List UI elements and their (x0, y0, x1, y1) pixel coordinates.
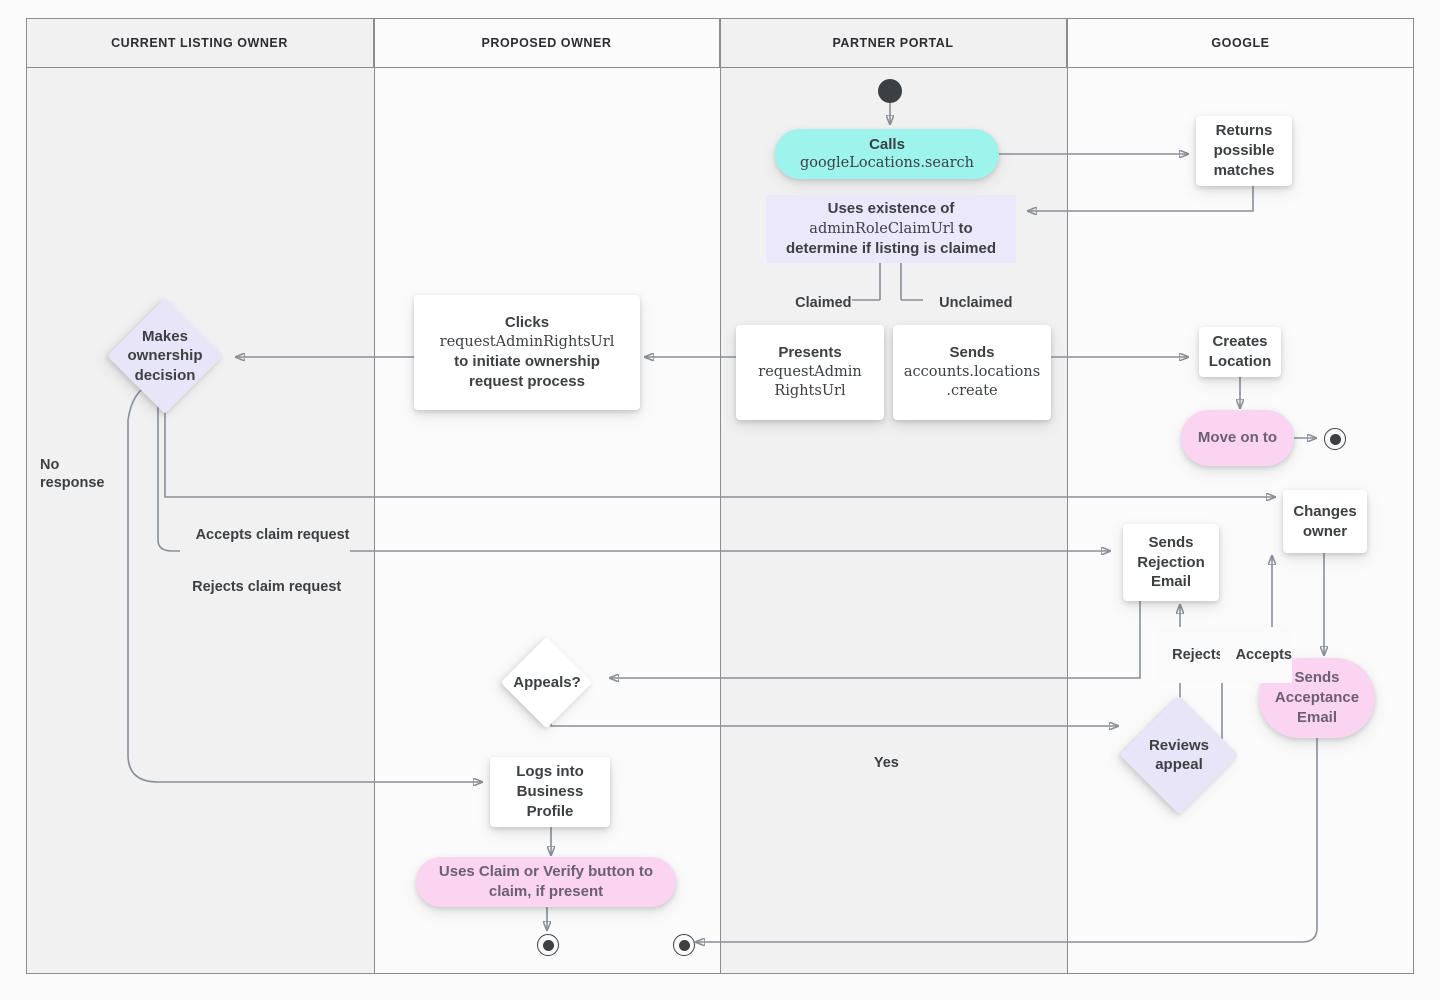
edge-label-claimed: Claimed (779, 275, 852, 331)
node-line-1: Presents (778, 344, 842, 362)
node-appeals[interactable]: Appeals? (500, 636, 593, 729)
node-uses-claim-or-verify-button[interactable]: Uses Claim or Verify button to claim, if… (416, 857, 676, 907)
node-creates-location[interactable]: Creates Location (1199, 327, 1281, 377)
lane-divider-1 (374, 18, 375, 974)
end-node-proposed-owner (537, 934, 559, 956)
node-code: requestAdminRightsUrl (439, 334, 615, 351)
node-logs-into-business-profile[interactable]: Logs into Business Profile (490, 757, 610, 827)
node-label-text: Appeals? (513, 673, 581, 691)
node-presents-requestadminrightsurl[interactable]: Presents requestAdmin RightsUrl (736, 325, 884, 420)
node-label-text: Makes ownership decision (127, 327, 203, 384)
end-node-core (1329, 433, 1341, 445)
edge-label-yes: Yes (858, 735, 899, 791)
lane-header-current-listing-owner: CURRENT LISTING OWNER (26, 18, 374, 68)
lane-header-label: CURRENT LISTING OWNER (111, 35, 288, 50)
node-sends-accounts-locations-create[interactable]: Sends accounts.locations .create (893, 325, 1051, 420)
node-label: Returns possible matches (1213, 122, 1275, 179)
lane-header-label: GOOGLE (1211, 35, 1270, 50)
node-label: Logs into Business Profile (516, 763, 584, 820)
end-node-google (1324, 428, 1346, 450)
node-code: googleLocations.search (799, 155, 974, 172)
node-label: Sends Rejection Email (1137, 533, 1205, 591)
edge-label-rejects: Rejects (1156, 627, 1224, 683)
node-label: Creates Location (1208, 333, 1272, 370)
node-label-text: Reviews appeal (1148, 736, 1210, 774)
edge-label-text: Claimed (795, 294, 852, 311)
node-label: Reviews appeal (1137, 713, 1221, 797)
edge-label-text: Accepts (1235, 646, 1292, 663)
lane-header-google: GOOGLE (1067, 18, 1414, 68)
start-node (878, 79, 902, 103)
lane-header-proposed-owner: PROPOSED OWNER (374, 18, 720, 68)
node-line-3: request process (469, 372, 585, 390)
node-makes-ownership-decision[interactable]: Makes ownership decision (107, 298, 223, 414)
lane-header-label: PARTNER PORTAL (832, 35, 954, 50)
node-line-3: determine if listing is claimed (785, 240, 997, 258)
node-label: Sends Acceptance Email (1274, 669, 1360, 726)
node-line-2: adminRoleClaimUrl to (809, 219, 972, 239)
edge-label-no-response: No response (40, 437, 105, 493)
node-line-2b: to (954, 219, 973, 237)
lane-divider-3 (1067, 18, 1068, 974)
lane-header-label: PROPOSED OWNER (481, 35, 612, 50)
node-code: accounts.locations .create (903, 364, 1041, 400)
node-label: Makes ownership decision (105, 315, 225, 397)
edge-label-text: Unclaimed (939, 294, 1013, 311)
node-code: adminRoleClaimUrl (809, 220, 955, 237)
node-line-1: Calls (869, 135, 905, 153)
node-label: Changes owner (1293, 502, 1357, 540)
node-code: requestAdmin RightsUrl (758, 364, 862, 400)
node-label: Appeals? (487, 650, 607, 715)
node-reviews-appeal[interactable]: Reviews appeal (1119, 695, 1239, 815)
edge-label-text: Accepts claim request (195, 526, 350, 543)
node-returns-possible-matches[interactable]: Returns possible matches (1196, 116, 1292, 186)
node-move-on-to[interactable]: Move on to (1181, 410, 1294, 466)
lane-header-partner-portal: PARTNER PORTAL (720, 18, 1067, 68)
edge-label-accepts: Accepts (1220, 627, 1292, 683)
edge-label-rejects-claim-request: Rejects claim request (176, 559, 342, 615)
end-node-partner-portal (673, 934, 695, 956)
node-sends-rejection-email[interactable]: Sends Rejection Email (1123, 524, 1219, 601)
node-calls-googlelocations-search[interactable]: Calls googleLocations.search (775, 129, 999, 179)
end-node-core (678, 939, 690, 951)
edge-label-text: Rejects claim request (192, 578, 342, 595)
edge-label-text: Rejects (1172, 646, 1224, 663)
node-line-1: Uses existence of (827, 200, 955, 218)
node-label: Uses Claim or Verify button to claim, if… (438, 863, 654, 900)
node-line-1: Clicks (504, 314, 550, 332)
edge-label-text: Yes (873, 754, 899, 771)
node-uses-existence-adminroleclaimurl[interactable]: Uses existence of adminRoleClaimUrl to d… (766, 195, 1016, 263)
edge-label-text: No response (40, 456, 105, 492)
end-node-core (542, 939, 554, 951)
node-label: Move on to (1197, 429, 1278, 447)
edge-label-accepts-claim-request: Accepts claim request (180, 507, 350, 563)
lane-divider-2 (720, 18, 721, 974)
node-changes-owner[interactable]: Changes owner (1283, 490, 1367, 553)
node-line-1: Sends (949, 344, 995, 362)
node-clicks-requestadminrightsurl[interactable]: Clicks requestAdminRightsUrl to initiate… (414, 295, 640, 410)
edge-label-unclaimed: Unclaimed (923, 275, 1013, 331)
node-line-2: to initiate ownership (454, 353, 600, 371)
